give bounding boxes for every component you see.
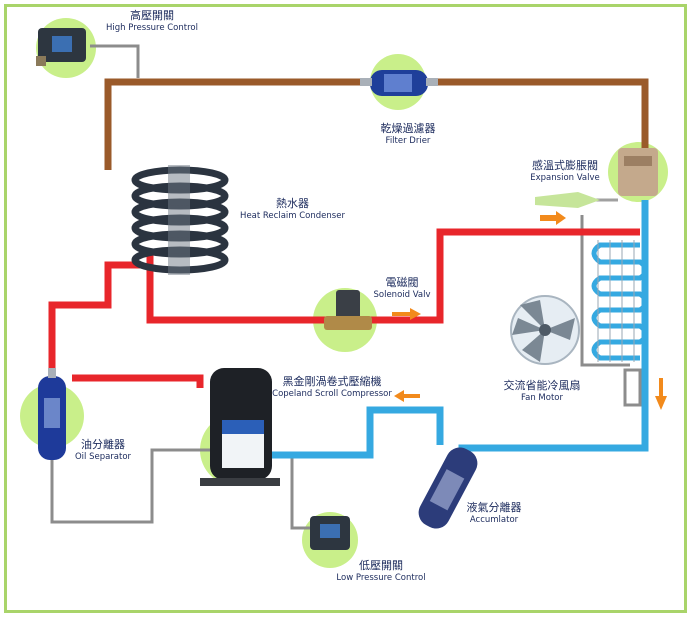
diagram-frame <box>4 4 687 613</box>
condenser-label: 熱水器 Heat Reclaim Condenser <box>230 198 355 222</box>
discharge-line <box>48 261 140 385</box>
fan-motor-label-en: Fan Motor <box>521 393 563 403</box>
oil-return-line <box>50 448 212 524</box>
filter-drier-device <box>360 70 438 96</box>
low-pressure-label-zh: 低壓開關 <box>359 559 403 572</box>
sensing-bulb-line <box>580 215 630 367</box>
oil-separator-label: 油分離器 Oil Separator <box>66 439 140 463</box>
accumulator-label: 液氣分離器 Accumlator <box>458 502 530 526</box>
flow-arrow-compressor <box>394 390 420 402</box>
oil-separator-label-en: Oil Separator <box>74 452 132 462</box>
liquid-line-red <box>146 228 640 324</box>
low-pressure-label-en: Low Pressure Control <box>336 573 426 583</box>
fan-motor-device <box>510 295 580 365</box>
flow-arrow-expansion <box>540 211 566 225</box>
expansion-valve-label-zh: 感溫式膨脹閥 <box>532 159 598 172</box>
fan-motor-label: 交流省能冷風扇 Fan Motor <box>492 380 592 404</box>
oil-separator-label-zh: 油分離器 <box>81 438 125 451</box>
fan-motor-label-zh: 交流省能冷風扇 <box>503 379 581 392</box>
solenoid-valve-device <box>324 290 372 330</box>
suction-to-compressor-line <box>262 406 444 459</box>
compressor-label-zh: 黑金剛渦卷式壓縮機 <box>282 375 382 388</box>
accumulator-label-zh: 液氣分離器 <box>466 501 522 514</box>
solenoid-label-zh: 電磁閥 <box>385 276 419 289</box>
high-pressure-line <box>90 44 140 78</box>
low-pressure-label: 低壓開關 Low Pressure Control <box>328 560 434 584</box>
filter-drier-label-zh: 乾燥過濾器 <box>380 122 436 135</box>
flow-arrow-solenoid <box>392 308 421 320</box>
condenser-label-en: Heat Reclaim Condenser <box>240 211 345 221</box>
filter-drier-label: 乾燥過濾器 Filter Drier <box>368 123 448 147</box>
oil-separator-device <box>38 368 66 460</box>
expansion-valve-device <box>535 148 658 208</box>
expansion-valve-label: 感溫式膨脹閥 Expansion Valve <box>520 160 610 184</box>
fan-bracket <box>623 368 642 407</box>
accumulator-device <box>418 447 478 529</box>
low-pressure-control-device <box>310 516 350 550</box>
compressor-to-separator-line <box>72 374 204 388</box>
compressor-label-en: Copeland Scroll Compressor <box>272 389 392 399</box>
high-pressure-label-zh: 高壓開關 <box>130 9 174 22</box>
flow-arrow-evaporator <box>655 378 667 410</box>
high-pressure-control-device <box>36 28 86 66</box>
high-pressure-label: 高壓開關 High Pressure Control <box>102 10 202 34</box>
solenoid-label: 電磁閥 Solenoid Valv <box>362 277 442 301</box>
accumulator-label-en: Accumlator <box>469 515 519 525</box>
low-pressure-line <box>290 455 312 530</box>
condenser-inner-tube <box>168 165 190 275</box>
high-pressure-label-en: High Pressure Control <box>106 23 198 33</box>
expansion-valve-label-en: Expansion Valve <box>530 173 600 183</box>
condenser-label-zh: 熱水器 <box>276 197 309 210</box>
compressor-label: 黑金剛渦卷式壓縮機 Copeland Scroll Compressor <box>262 376 402 400</box>
evaporator-coil <box>591 242 649 361</box>
scroll-compressor-device <box>200 368 280 486</box>
filter-drier-label-en: Filter Drier <box>385 136 431 146</box>
solenoid-label-en: Solenoid Valv <box>373 290 431 300</box>
